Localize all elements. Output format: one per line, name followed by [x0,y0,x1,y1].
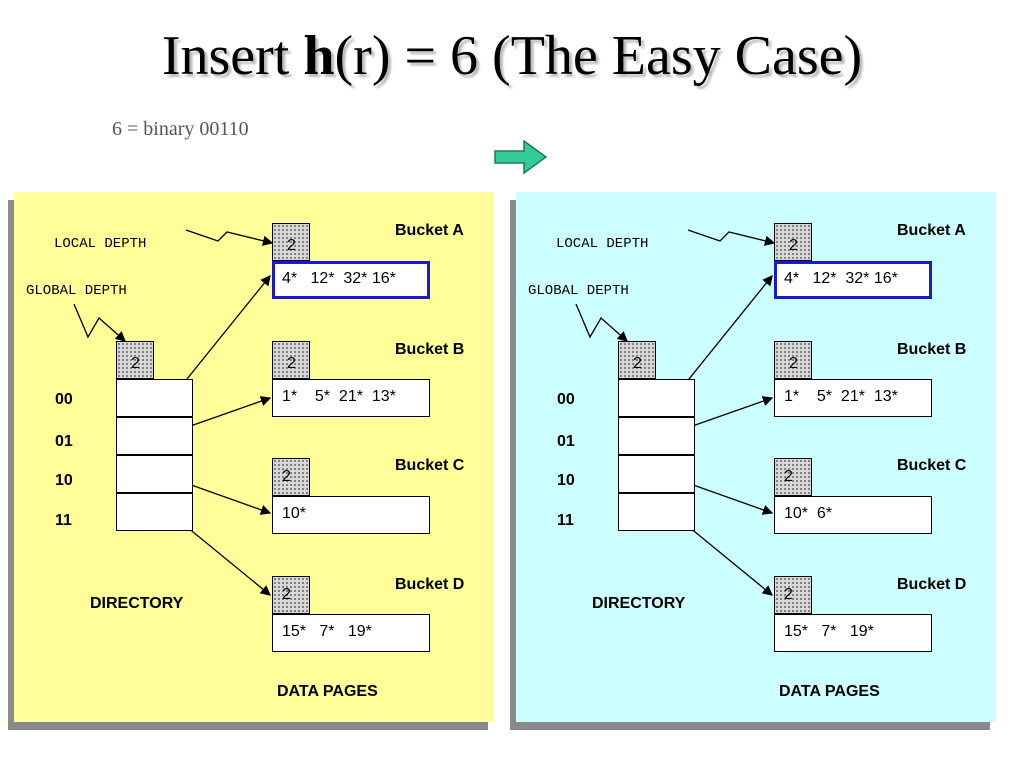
bucket-a-local-depth: 2 [774,223,812,261]
global-depth-label: GLOBAL DEPTH [528,283,629,299]
bucket-a-local-depth: 2 [272,223,310,261]
bucket-b-local-depth: 2 [272,341,310,379]
bucket-b-local-depth: 2 [774,341,812,379]
bucket-d-name: Bucket D [395,576,465,593]
local-depth-label: LOCAL DEPTH [54,236,147,252]
bucket-d-entries: 15* 7* 19* [272,614,430,652]
directory-key-11: 11 [557,512,574,529]
directory-cell-01 [618,417,695,455]
bucket-b-name: Bucket B [897,341,967,358]
directory-label: DIRECTORY [592,595,686,612]
right-arrow-icon [494,140,548,174]
global-depth-box: 2 [116,341,154,379]
bucket-c-name: Bucket C [897,457,967,474]
directory-key-10: 10 [557,472,575,489]
bucket-c-entries: 10* 6* [774,496,932,534]
directory-key-00: 00 [55,391,73,408]
bucket-a-entries: 4* 12* 32* 16* [774,261,932,299]
title-prefix: Insert [161,25,304,87]
bucket-a-name: Bucket A [897,222,966,239]
bucket-c-entries: 10* [272,496,430,534]
directory-key-11: 11 [55,512,72,529]
before-insert-panel: LOCAL DEPTH GLOBAL DEPTH 2 00 01 10 11 D… [14,192,494,722]
directory-cell-11 [618,493,695,531]
directory-cell-10 [116,455,193,493]
bucket-d-local-depth: 2 [774,576,812,614]
directory-key-00: 00 [557,391,575,408]
binary-subtitle: 6 = binary 00110 [112,118,249,140]
bucket-a-entries: 4* 12* 32* 16* [272,261,430,299]
bucket-c-local-depth: 2 [774,458,812,496]
bucket-b-entries: 1* 5* 21* 13* [774,379,932,417]
bucket-d-name: Bucket D [897,576,967,593]
title-bold-h: h [303,25,335,87]
bucket-c-name: Bucket C [395,457,465,474]
local-depth-label: LOCAL DEPTH [556,236,649,252]
directory-cell-11 [116,493,193,531]
global-depth-label: GLOBAL DEPTH [26,283,127,299]
bucket-b-name: Bucket B [395,341,465,358]
title-suffix: (r) = 6 (The Easy Case) [334,25,863,87]
after-insert-panel: LOCAL DEPTH GLOBAL DEPTH 2 00 01 10 11 D… [516,192,996,722]
bucket-a-name: Bucket A [395,222,464,239]
directory-key-10: 10 [55,472,73,489]
bucket-d-local-depth: 2 [272,576,310,614]
bucket-b-entries: 1* 5* 21* 13* [272,379,430,417]
directory-cell-00 [116,379,193,417]
bucket-c-local-depth: 2 [272,458,310,496]
directory-cell-10 [618,455,695,493]
directory-cell-01 [116,417,193,455]
directory-key-01: 01 [557,433,575,450]
data-pages-label: DATA PAGES [779,683,880,700]
slide-title: Insert h(r) = 6 (The Easy Case) [0,22,1024,90]
directory-key-01: 01 [55,433,73,450]
directory-label: DIRECTORY [90,595,184,612]
data-pages-label: DATA PAGES [277,683,378,700]
directory-cell-00 [618,379,695,417]
bucket-d-entries: 15* 7* 19* [774,614,932,652]
global-depth-box: 2 [618,341,656,379]
